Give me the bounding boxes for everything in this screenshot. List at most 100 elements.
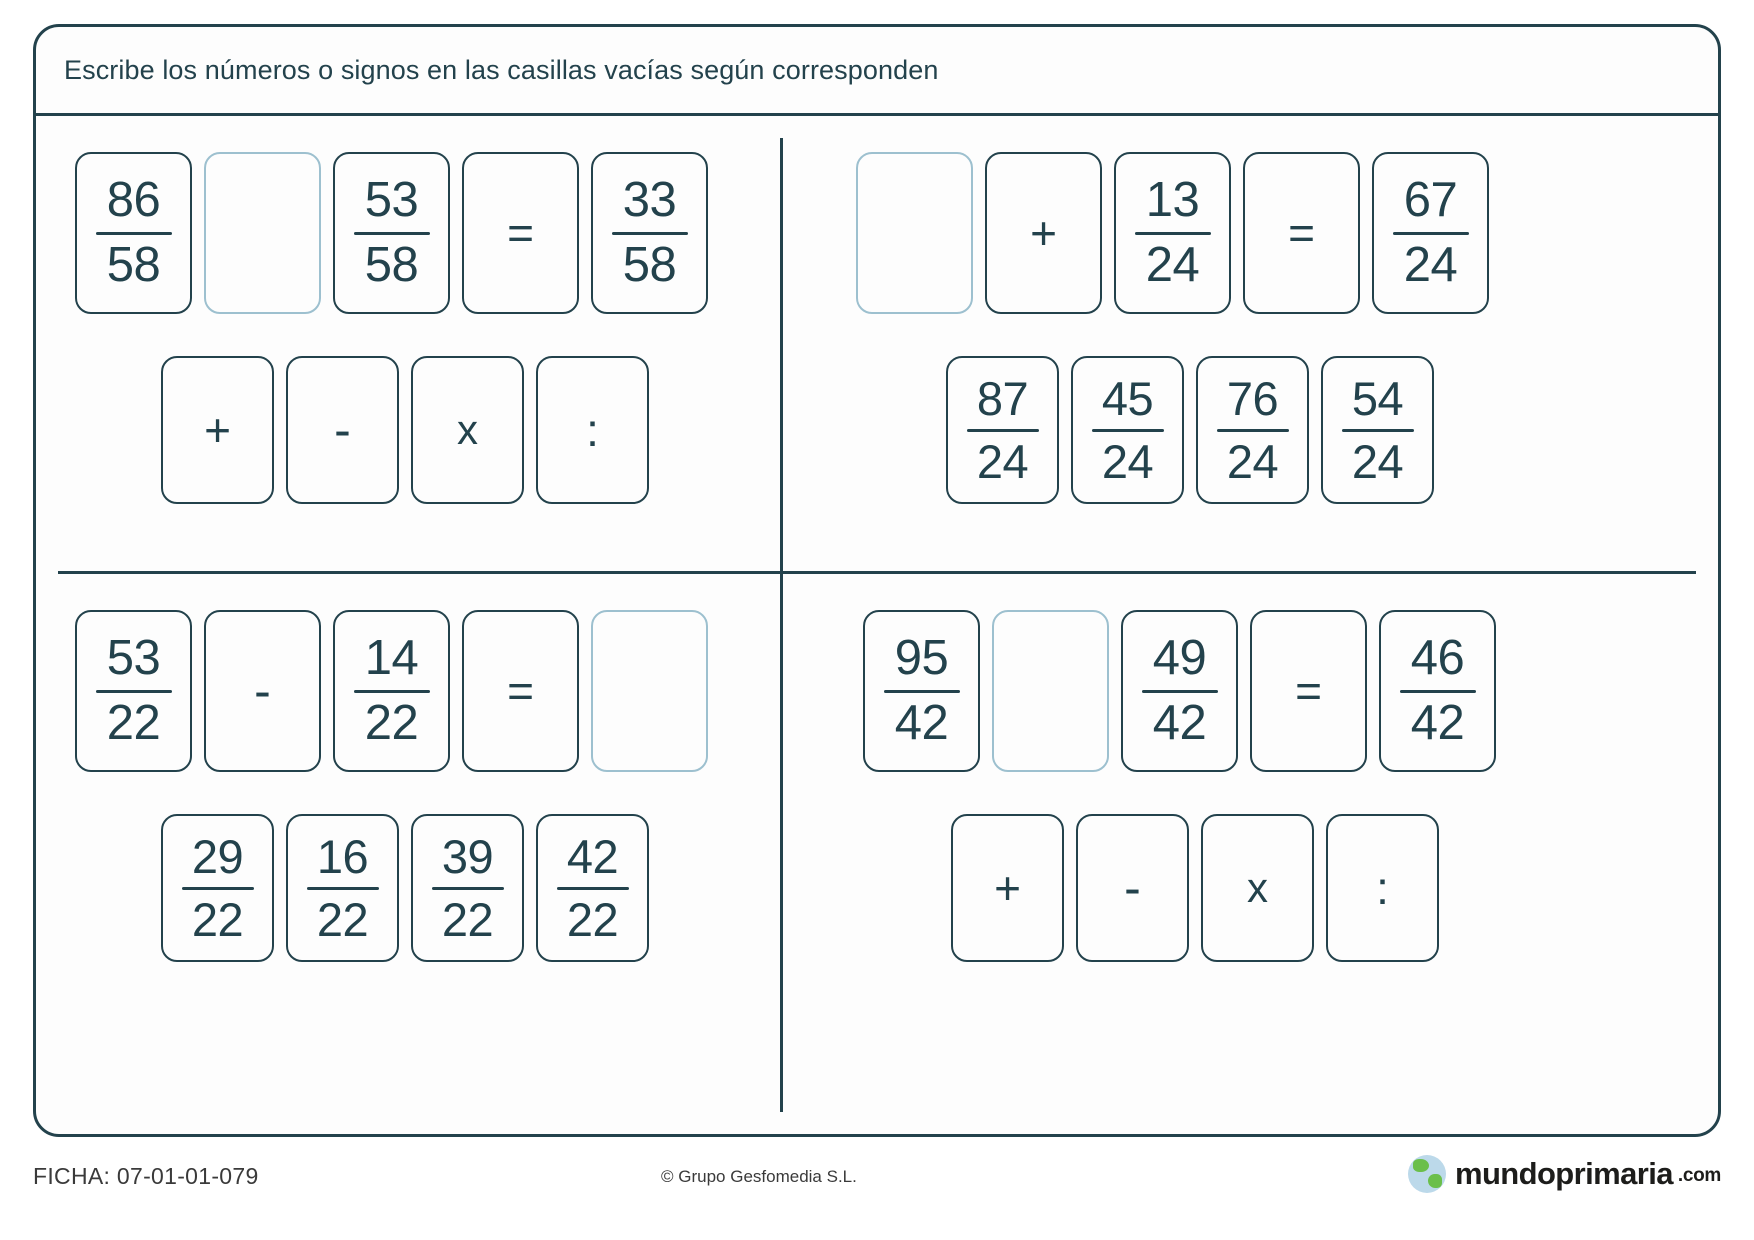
instruction-text: Escribe los números o signos en las casi…	[64, 54, 939, 85]
fraction-denominator: 58	[622, 238, 677, 293]
operator-symbol: +	[204, 404, 231, 456]
fraction-bar	[353, 231, 430, 236]
options-row: + - x:	[36, 356, 649, 504]
footer: FICHA: 07-01-01-079 © Grupo Gesfomedia S…	[33, 1155, 1721, 1215]
operator-symbol: -	[334, 402, 351, 458]
fraction-bar	[1091, 428, 1164, 433]
options-operator-card[interactable]: +	[951, 814, 1064, 962]
globe-icon	[1408, 1155, 1446, 1193]
options-operator-card[interactable]: :	[536, 356, 649, 504]
operator-symbol: +	[994, 862, 1021, 914]
fraction-numerator: 95	[894, 630, 949, 685]
fraction-numerator: 87	[976, 371, 1029, 425]
options-operator-card[interactable]: -	[1076, 814, 1189, 962]
operator-symbol: =	[1288, 207, 1315, 259]
equation-operator-card[interactable]: =	[1250, 610, 1367, 772]
fraction-denominator: 24	[1226, 435, 1279, 489]
instruction-bar: Escribe los números o signos en las casi…	[36, 27, 1718, 116]
fraction-bar	[95, 689, 172, 694]
fraction-bar	[306, 886, 379, 891]
options-row: + - x:	[783, 814, 1439, 962]
operator-symbol: :	[1376, 862, 1389, 914]
fraction-bar	[1134, 231, 1211, 236]
fraction-denominator: 24	[1403, 238, 1458, 293]
equation-blank-card[interactable]	[992, 610, 1109, 772]
fraction-numerator: 13	[1145, 172, 1200, 227]
fraction-bar	[1392, 231, 1469, 236]
equation-blank-card[interactable]	[204, 152, 321, 314]
fraction-numerator: 86	[106, 172, 161, 227]
fraction-denominator: 58	[106, 238, 161, 293]
fraction-bar	[1216, 428, 1289, 433]
fraction-denominator: 24	[976, 435, 1029, 489]
fraction-denominator: 24	[1101, 435, 1154, 489]
equation-blank-card[interactable]	[856, 152, 973, 314]
options-operator-card[interactable]: +	[161, 356, 274, 504]
fraction-bar	[611, 231, 688, 236]
fraction-bar	[353, 689, 430, 694]
fraction-numerator: 16	[316, 829, 369, 883]
equation-operator-card[interactable]: =	[462, 152, 579, 314]
operator-symbol: :	[586, 404, 599, 456]
options-operator-card[interactable]: x	[1201, 814, 1314, 962]
options-operator-card[interactable]: -	[286, 356, 399, 504]
fraction-numerator: 14	[364, 630, 419, 685]
operator-symbol: x	[1247, 864, 1268, 911]
fraction-denominator: 22	[566, 893, 619, 947]
fraction-numerator: 42	[566, 829, 619, 883]
fraction-numerator: 39	[441, 829, 494, 883]
fraction-numerator: 53	[106, 630, 161, 685]
copyright-text: © Grupo Gesfomedia S.L.	[661, 1167, 857, 1186]
brand-name: mundoprimaria	[1455, 1156, 1673, 1191]
fraction-bar	[1399, 689, 1476, 694]
fraction-bar	[966, 428, 1039, 433]
operator-symbol: -	[1124, 860, 1141, 916]
options-operator-card[interactable]: :	[1326, 814, 1439, 962]
fraction-numerator: 53	[364, 172, 419, 227]
fraction-numerator: 54	[1351, 371, 1404, 425]
equation-operator-card[interactable]: =	[1243, 152, 1360, 314]
ficha-code: FICHA: 07-01-01-079	[33, 1163, 259, 1189]
fraction-bar	[431, 886, 504, 891]
fraction-denominator: 58	[364, 238, 419, 293]
equation-blank-card[interactable]	[591, 610, 708, 772]
horizontal-divider	[58, 571, 1696, 574]
fraction-denominator: 24	[1351, 435, 1404, 489]
options-operator-card[interactable]: x	[411, 356, 524, 504]
operator-symbol: x	[457, 406, 478, 453]
fraction-bar	[181, 886, 254, 891]
equation-operator-card[interactable]: =	[462, 610, 579, 772]
operator-symbol: =	[1295, 665, 1322, 717]
equation-operator-card[interactable]: -	[204, 610, 321, 772]
fraction-numerator: 45	[1101, 371, 1154, 425]
fraction-denominator: 22	[316, 893, 369, 947]
fraction-numerator: 46	[1410, 630, 1465, 685]
equation-operator-card[interactable]: +	[985, 152, 1102, 314]
